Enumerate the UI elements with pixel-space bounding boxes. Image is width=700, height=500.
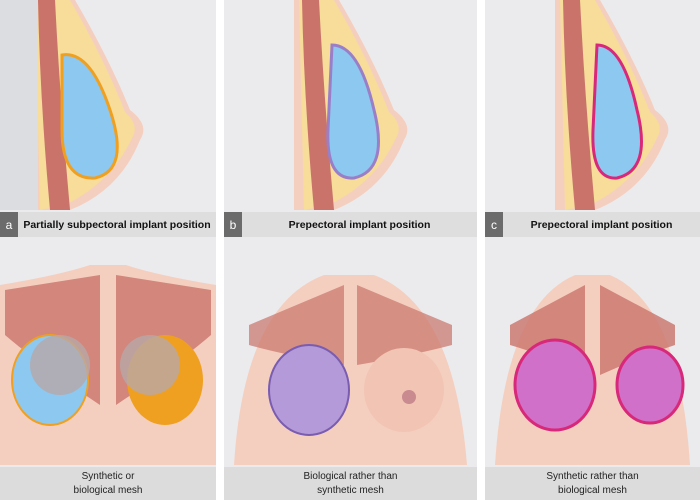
panel-c: c Prepectoral implant position Synthetic…	[485, 0, 700, 500]
panel-b: b Prepectoral implant position Biologica…	[224, 0, 477, 500]
panel-a: a Partially subpectoral implant position…	[0, 0, 216, 500]
front-view-illustration-b	[234, 275, 467, 465]
panel-label-a: a Partially subpectoral implant position	[0, 212, 216, 237]
panel-title: Prepectoral implant position	[530, 218, 673, 231]
panel-label-b: b Prepectoral implant position	[224, 212, 477, 237]
panel-letter: c	[485, 212, 503, 237]
front-view-illustration-c	[495, 275, 690, 465]
side-view-illustration-c	[555, 0, 669, 210]
caption-line: biological mesh	[73, 485, 143, 496]
panel-letter: b	[224, 212, 242, 237]
panel-label-c: c Prepectoral implant position	[485, 212, 700, 237]
caption-line: synthetic mesh	[317, 485, 384, 496]
panel-caption-b: Biological rather than synthetic mesh	[224, 467, 477, 500]
front-view-illustration-a	[0, 265, 216, 465]
side-view-illustration-a	[0, 0, 144, 210]
panel-letter: a	[0, 212, 18, 237]
panel-title: Prepectoral implant position	[288, 218, 431, 231]
caption-line: Synthetic rather than	[546, 471, 639, 482]
side-view-illustration-b	[294, 0, 408, 210]
panel-title: Partially subpectoral implant position	[23, 218, 211, 231]
caption-line: Biological rather than	[303, 471, 398, 482]
panel-caption-c: Synthetic rather than biological mesh	[485, 467, 700, 500]
panel-caption-a: Synthetic or biological mesh	[0, 467, 216, 500]
caption-line: biological mesh	[558, 485, 627, 496]
caption-line: Synthetic or	[81, 471, 135, 482]
